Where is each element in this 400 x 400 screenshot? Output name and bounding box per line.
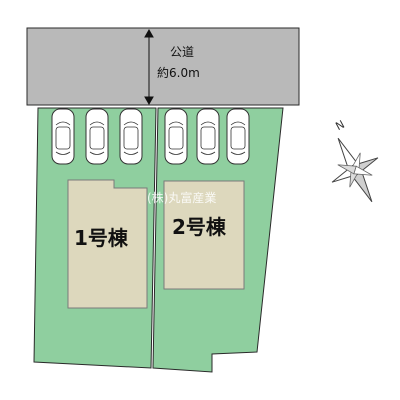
road-width-dimension bbox=[144, 28, 154, 106]
compass-north-label: N bbox=[333, 118, 346, 133]
parked-car bbox=[196, 108, 220, 165]
parking-cars bbox=[51, 108, 250, 165]
compass-rose: N bbox=[331, 118, 379, 203]
parked-car bbox=[164, 108, 188, 165]
public-road bbox=[26, 27, 300, 106]
road-width-label: 約6.0m bbox=[157, 65, 200, 80]
parked-car bbox=[226, 108, 250, 165]
parked-car bbox=[85, 108, 109, 165]
building-1 bbox=[67, 179, 148, 309]
parked-car bbox=[119, 108, 143, 165]
building-2 bbox=[163, 180, 245, 290]
building-2-label: 2号棟 bbox=[172, 215, 227, 239]
parked-car bbox=[51, 108, 75, 165]
building-1-label: 1号棟 bbox=[74, 226, 129, 250]
road-label: 公道 bbox=[170, 45, 194, 59]
watermark: (株)丸富産業 bbox=[147, 190, 216, 205]
